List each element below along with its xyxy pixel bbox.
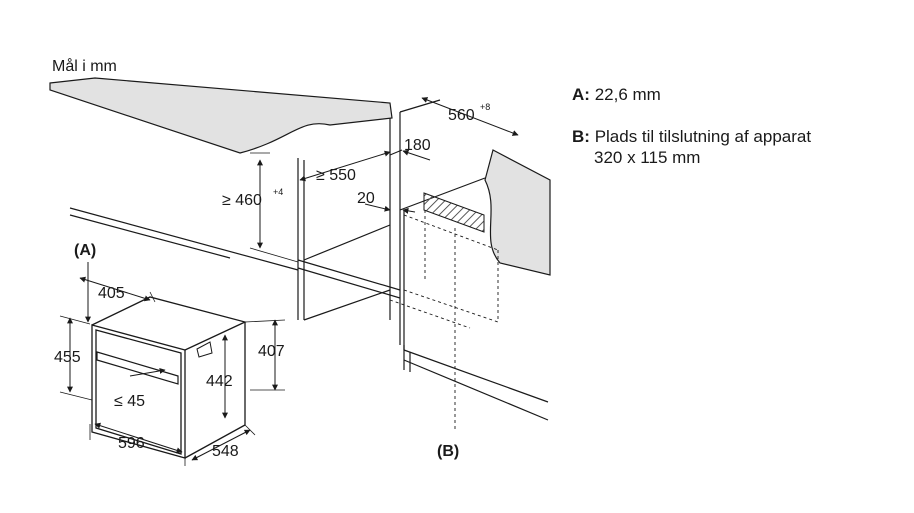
dim-body-height: 407: [258, 343, 285, 360]
dim-niche-depth: 560: [448, 107, 475, 124]
connection-area-hatch: [423, 192, 485, 233]
appliance-handle: [96, 351, 179, 385]
dimension-arrows: [67, 97, 519, 461]
dim-niche-height: ≥ 460: [222, 192, 262, 209]
legend-b-key: B:: [572, 127, 590, 146]
control-knob: [196, 341, 213, 358]
legend-a-text: 22,6 mm: [594, 85, 661, 104]
legend-a: A: 22,6 mm: [572, 84, 661, 105]
countertop-right: [484, 149, 551, 276]
dim-inner-height: 442: [206, 373, 233, 390]
hidden-lines: [389, 210, 499, 430]
dimension-labels: 560 +8 ≥ 460 +4 ≥ 550 180 20 405 455 442…: [54, 102, 490, 460]
dim-front-depth: 405: [98, 285, 125, 302]
legend-b-line1: Plads til tilslutning af apparat: [594, 127, 812, 146]
dim-appliance-height: 455: [54, 349, 81, 366]
legend-b-line2: 320 x 115 mm: [594, 148, 701, 167]
cabinet-frame: [69, 99, 549, 421]
callout-b: (B): [437, 443, 459, 460]
dim-handle-offset: ≤ 45: [114, 393, 145, 410]
dim-back-gap: 180: [404, 137, 431, 154]
legend-b: B: Plads til tilslutning af apparat 320 …: [572, 126, 811, 168]
dim-niche-depth-tol: +8: [480, 102, 490, 112]
unit-note: Mål i mm: [52, 58, 117, 75]
dim-appliance-width: 596: [118, 435, 145, 452]
countertop-left: [49, 77, 393, 154]
callout-a: (A): [74, 242, 96, 259]
dim-inner-depth: ≥ 550: [316, 167, 356, 184]
dim-side-gap: 20: [357, 190, 375, 207]
legend-a-key: A:: [572, 85, 590, 104]
extension-lines: [59, 152, 299, 466]
dim-niche-height-tol: +4: [273, 187, 283, 197]
dim-appliance-depth: 548: [212, 443, 239, 460]
